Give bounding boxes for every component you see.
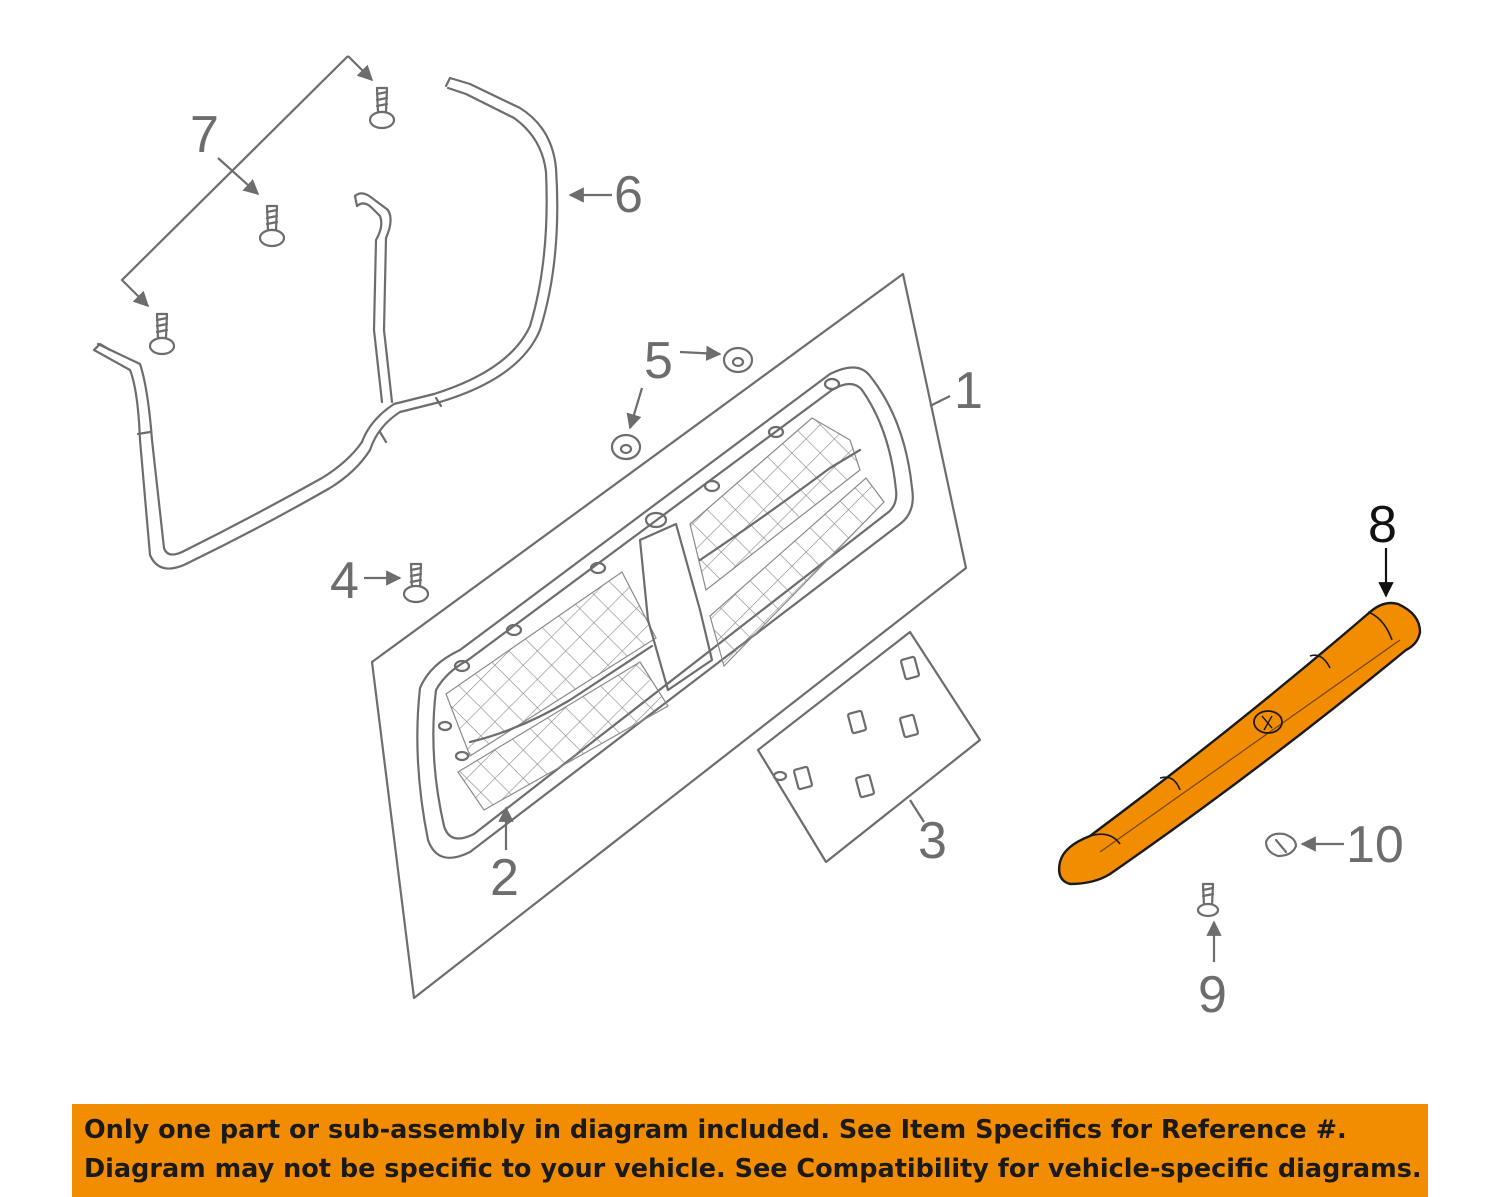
clip-sheet bbox=[756, 630, 982, 864]
callout-1: 1 bbox=[954, 362, 983, 420]
screw-lower bbox=[148, 312, 176, 356]
parts-diagram: 1 2 3 4 5 6 7 8 9 10 bbox=[92, 55, 1422, 1024]
callout-6: 6 bbox=[614, 166, 643, 224]
nut-5b bbox=[610, 433, 642, 461]
callout-5: 5 bbox=[644, 332, 673, 390]
callout-2: 2 bbox=[490, 849, 519, 907]
screws-group-7 bbox=[120, 55, 396, 356]
screw-middle bbox=[258, 204, 286, 248]
molding-part-8 bbox=[1057, 601, 1422, 886]
callout-9: 9 bbox=[1198, 966, 1227, 1024]
screw-9 bbox=[1196, 882, 1220, 918]
callout-7: 7 bbox=[190, 106, 219, 164]
nut-5a bbox=[722, 346, 754, 374]
callout-4: 4 bbox=[330, 552, 359, 610]
screw-top bbox=[368, 86, 396, 130]
grille-panel bbox=[370, 272, 968, 1000]
callout-8: 8 bbox=[1368, 496, 1397, 554]
mounting-holes bbox=[437, 377, 841, 782]
callout-3: 3 bbox=[918, 812, 947, 870]
disclaimer-line-1: Only one part or sub-assembly in diagram… bbox=[84, 1115, 1347, 1145]
seal-weatherstrip bbox=[92, 76, 559, 570]
clip-10 bbox=[1264, 832, 1298, 858]
disclaimer-line-2: Diagram may not be specific to your vehi… bbox=[84, 1154, 1422, 1184]
callout-10: 10 bbox=[1346, 816, 1404, 874]
disclaimer-banner: Only one part or sub-assembly in diagram… bbox=[72, 1104, 1428, 1197]
screw-4 bbox=[402, 562, 430, 604]
